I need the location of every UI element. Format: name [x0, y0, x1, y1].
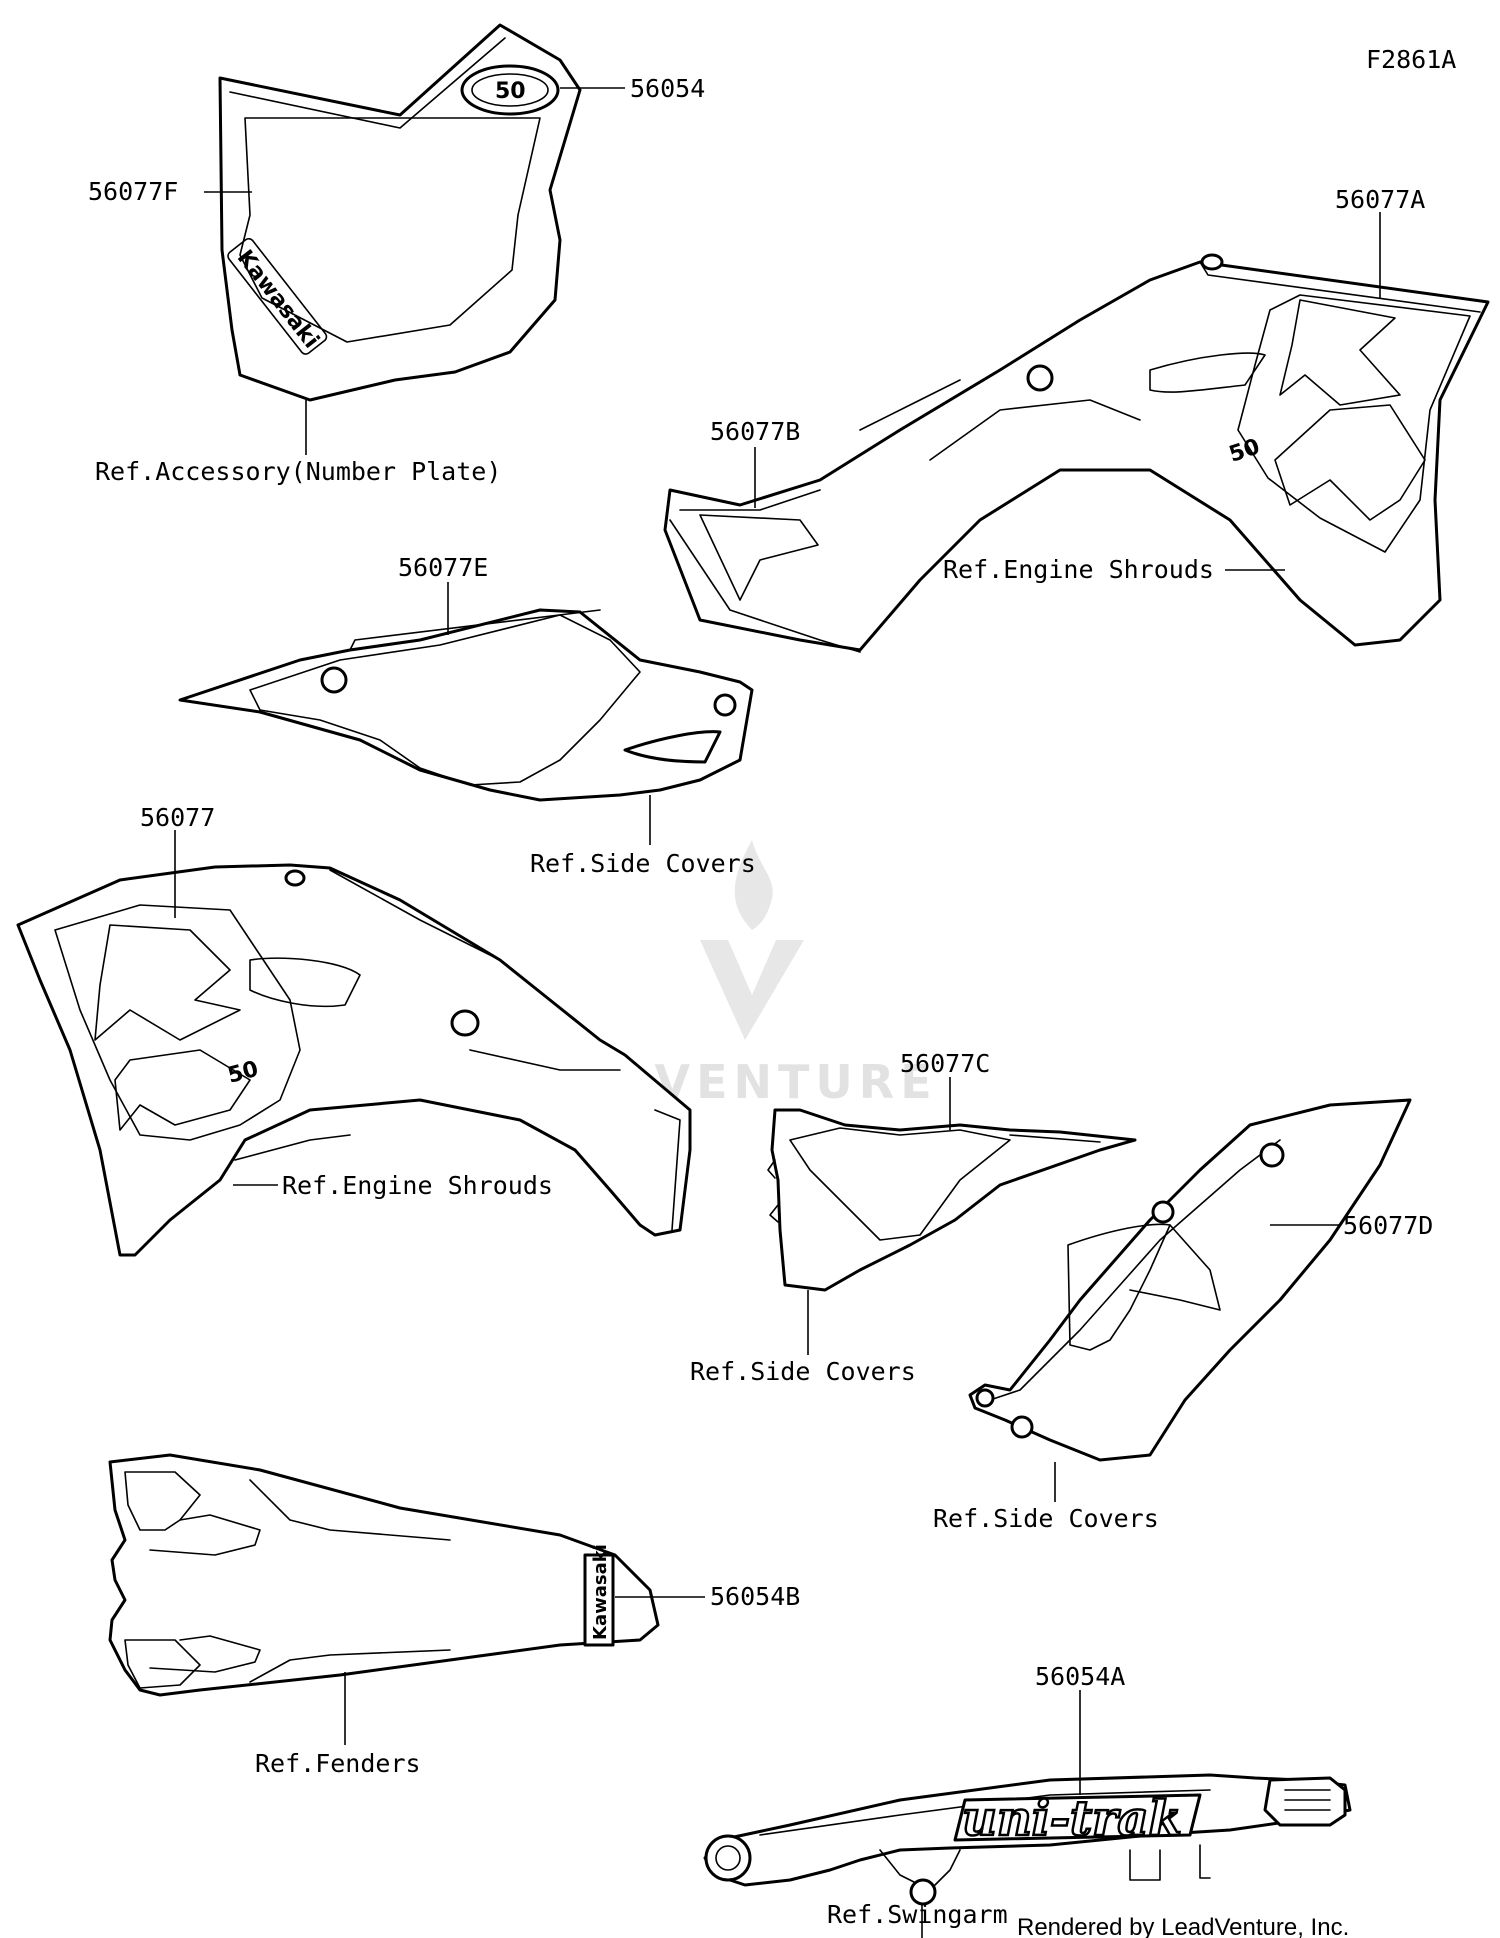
- engine-shroud-left-drawing: 50: [16, 863, 692, 1257]
- callout-56077B: 56077B: [710, 417, 800, 446]
- ref-side-covers-top: Ref.Side Covers: [530, 849, 756, 878]
- callout-56077E: 56077E: [398, 553, 488, 582]
- model-badge-text: 50: [495, 79, 526, 104]
- callout-56054B: 56054B: [710, 1582, 800, 1611]
- callout-56077C: 56077C: [900, 1049, 990, 1078]
- kawasaki-fender-text: Kawasaki: [590, 1544, 611, 1640]
- uni-trak-text: uni-trak: [962, 1791, 1182, 1847]
- callout-56077F: 56077F: [88, 177, 178, 206]
- number-plate-drawing: 50 Kawasaki: [218, 23, 582, 402]
- ref-side-covers-c: Ref.Side Covers: [690, 1357, 916, 1386]
- callout-56077A: 56077A: [1335, 185, 1425, 214]
- ref-side-covers-d: Ref.Side Covers: [933, 1504, 1159, 1533]
- side-cover-d-drawing: [968, 1098, 1412, 1462]
- uni-trak-decal: [953, 1793, 1202, 1842]
- ref-fenders: Ref.Fenders: [255, 1749, 421, 1778]
- ref-swingarm: Ref.Swingarm: [827, 1900, 1008, 1929]
- engine-shroud-right-drawing: 50: [663, 253, 1490, 653]
- ref-engine-shrouds-right: Ref.Engine Shrouds: [943, 555, 1214, 584]
- callout-56054A: 56054A: [1035, 1662, 1125, 1691]
- figure-code: F2861A: [1366, 45, 1456, 74]
- ref-number-plate: Ref.Accessory(Number Plate): [95, 457, 501, 486]
- side-cover-c-drawing: [767, 1108, 1137, 1292]
- rear-fender-drawing: Kawasaki: [108, 1453, 660, 1697]
- render-credit: Rendered by LeadVenture, Inc.: [1017, 1914, 1349, 1938]
- side-cover-e-drawing: [178, 608, 754, 802]
- swingarm-drawing: uni-trak: [703, 1773, 1352, 1906]
- kawasaki-fender-decal: [583, 1553, 615, 1647]
- callout-56077: 56077: [140, 803, 215, 832]
- callout-56077D: 56077D: [1343, 1211, 1433, 1240]
- callout-56054: 56054: [630, 74, 705, 103]
- ref-engine-shrouds-left: Ref.Engine Shrouds: [282, 1171, 553, 1200]
